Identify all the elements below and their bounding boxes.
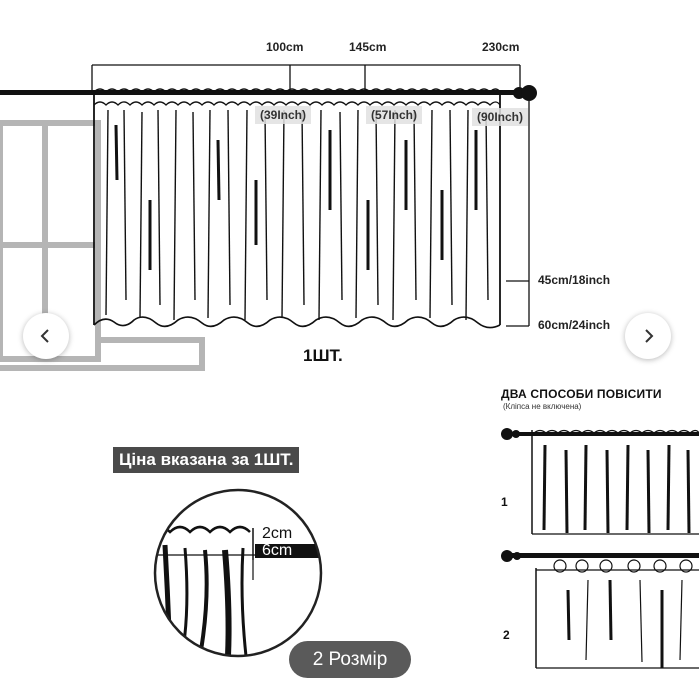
zoom-mark-2cm: 2cm — [262, 525, 293, 542]
height-mark-60: 60cm/24inch — [538, 318, 611, 332]
width-mark-100: 100cm — [266, 40, 304, 54]
zoom-detail — [153, 488, 323, 658]
hanging-option-1-drawing — [501, 428, 699, 535]
size-option-button[interactable]: 2 Розмір — [289, 641, 411, 678]
hanging-ways-title: ДВА СПОСОБИ ПОВІСИТИ — [501, 387, 662, 401]
carousel-next-button[interactable] — [625, 313, 671, 359]
curtain-panel — [93, 88, 501, 329]
height-mark-45: 45cm/18inch — [538, 273, 611, 287]
hanging-option-2-number: 2 — [503, 628, 510, 642]
chevron-right-icon — [645, 329, 654, 343]
hanging-option-2-drawing — [501, 550, 699, 669]
quantity-label: 1ШТ. — [303, 346, 343, 365]
price-note-badge: Ціна вказана за 1ШТ. — [113, 447, 300, 473]
zoom-mark-6cm: 6cm — [262, 542, 293, 559]
carousel-prev-button[interactable] — [23, 313, 69, 359]
width-mark-230: 230cm — [482, 40, 520, 54]
hanging-ways-subtitle: (Кліпса не включена) — [503, 402, 582, 411]
chevron-left-icon — [40, 329, 49, 343]
inch-mark-39: (39Inch) — [255, 106, 312, 124]
hanging-option-1-number: 1 — [501, 495, 508, 509]
inch-mark-90: (90Inch) — [472, 108, 529, 126]
height-dimension — [506, 101, 530, 327]
width-mark-145: 145cm — [349, 40, 387, 54]
curtain-rod — [0, 85, 537, 101]
inch-mark-57: (57Inch) — [366, 106, 423, 124]
